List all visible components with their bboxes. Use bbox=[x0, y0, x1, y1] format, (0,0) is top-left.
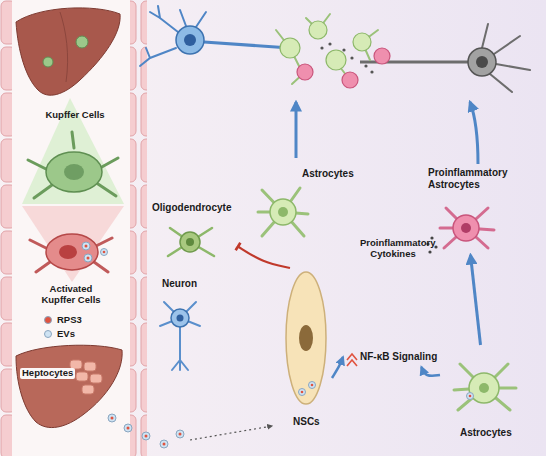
astrocyte-cell: Astrocytes bbox=[258, 160, 358, 245]
endothelium bbox=[130, 0, 147, 456]
annotation-label: Activated Kupffer Cells bbox=[35, 284, 107, 306]
flow-arrow bbox=[470, 102, 478, 164]
cell-label: Proinflammatory Astrocytes bbox=[428, 167, 518, 190]
proinflammatory-astrocyte-cell bbox=[426, 208, 494, 254]
oligodendrocyte-cell: Oligodendrocyte bbox=[150, 200, 238, 262]
activation-arrow bbox=[421, 367, 440, 376]
legend-text: EVs bbox=[57, 328, 75, 339]
inhibition-connector bbox=[238, 247, 290, 269]
oligodendrocyte-cell bbox=[168, 228, 214, 256]
legend-swatch bbox=[44, 316, 52, 324]
annotation-label: Kupffer Cells bbox=[30, 110, 120, 121]
kupffer-cell bbox=[28, 132, 118, 198]
neuron-cell: Neuron bbox=[150, 276, 210, 375]
proinflammatory-astrocyte-cell: Proinflammatory Astrocytes bbox=[420, 165, 521, 255]
cell-label: Astrocytes bbox=[302, 168, 354, 180]
liver bbox=[16, 8, 120, 95]
neuron-cluster bbox=[140, 6, 530, 92]
up-regulation-symbol bbox=[347, 354, 357, 366]
annotation-label: Proinflammatory Cytokines bbox=[360, 238, 426, 260]
activated-kupffer-cell bbox=[30, 234, 112, 272]
neuron-cell bbox=[160, 302, 200, 370]
cell-label: NSCs bbox=[293, 416, 320, 428]
annotation-label: Heptocytes bbox=[20, 368, 75, 379]
legend-swatch bbox=[44, 330, 52, 338]
zoom-region bbox=[22, 98, 124, 204]
extracellular-vesicles bbox=[108, 414, 272, 448]
signaling-label: NF-κB Signaling bbox=[343, 347, 455, 367]
zoom-region bbox=[22, 206, 124, 282]
legend-item: EVs bbox=[44, 328, 75, 339]
vessel-lumen bbox=[10, 0, 130, 456]
nsc-cell: NSCs bbox=[280, 268, 332, 432]
cell-label: Oligodendrocyte bbox=[152, 202, 231, 214]
flow-arrow bbox=[295, 102, 298, 158]
astrocyte-cell: Astrocytes bbox=[440, 345, 530, 442]
legend-item: RPS3 bbox=[44, 314, 82, 325]
endothelium bbox=[0, 0, 12, 456]
astrocyte-cell bbox=[454, 364, 516, 410]
astrocyte-cell bbox=[258, 188, 308, 236]
liver bbox=[16, 345, 122, 427]
nsc-cell bbox=[286, 272, 326, 404]
cell-label: Neuron bbox=[162, 278, 197, 290]
activation-arrow bbox=[332, 357, 343, 378]
cell-label: NF-κB Signaling bbox=[360, 351, 437, 363]
cell-label: Astrocytes bbox=[460, 427, 512, 439]
activation-arrow bbox=[471, 255, 481, 345]
legend-text: RPS3 bbox=[57, 314, 82, 325]
